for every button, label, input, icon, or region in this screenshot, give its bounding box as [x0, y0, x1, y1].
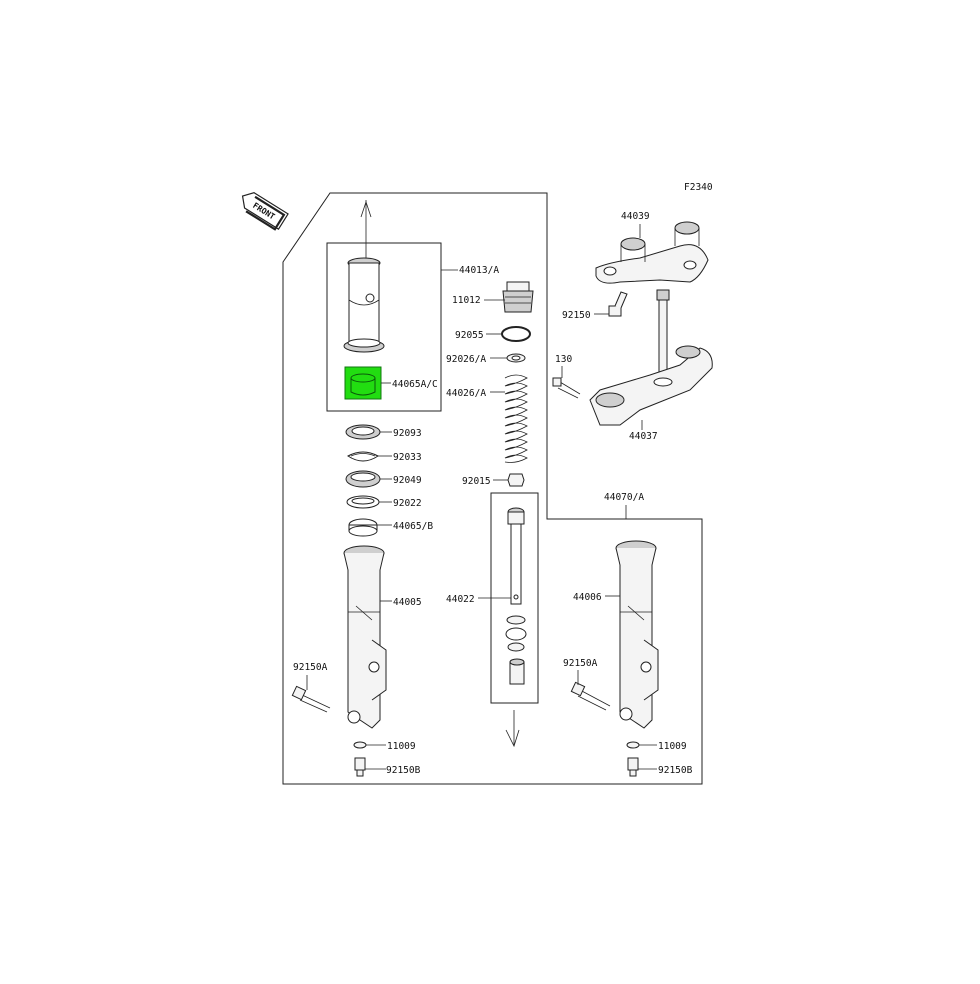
- label-44065b[interactable]: 44065/B: [393, 521, 433, 532]
- label-11009-right[interactable]: 11009: [658, 741, 687, 752]
- label-44065ac[interactable]: 44065A/C: [392, 379, 438, 390]
- bushing-44065b[interactable]: [348, 518, 378, 537]
- label-11009-left[interactable]: 11009: [387, 741, 416, 752]
- label-44013a[interactable]: 44013/A: [459, 265, 499, 276]
- label-92015[interactable]: 92015: [462, 476, 491, 487]
- stem-bracket-44037[interactable]: [589, 289, 713, 426]
- front-arrow-icon: FRONT: [241, 192, 289, 231]
- washer-11009-left[interactable]: [353, 741, 367, 749]
- leader-lines: [306, 224, 657, 770]
- bolt-92150a-left[interactable]: [291, 685, 331, 713]
- clip-92033[interactable]: [347, 451, 379, 462]
- bolt-92150[interactable]: [608, 291, 628, 317]
- seal-92049[interactable]: [345, 470, 381, 488]
- cap-bolt-11012[interactable]: [502, 281, 534, 313]
- seal-92093[interactable]: [345, 424, 381, 440]
- label-44037[interactable]: 44037: [629, 431, 658, 442]
- label-44006[interactable]: 44006: [573, 592, 602, 603]
- bolt-92150b-right[interactable]: [627, 757, 639, 777]
- label-44070a[interactable]: 44070/A: [604, 492, 644, 503]
- bolt-130[interactable]: [552, 377, 581, 399]
- spring-44026a[interactable]: [504, 374, 528, 463]
- label-130[interactable]: 130: [555, 354, 572, 365]
- label-92026a[interactable]: 92026/A: [446, 354, 486, 365]
- upper-bracket-44039[interactable]: [595, 221, 709, 284]
- label-92033[interactable]: 92033: [393, 452, 422, 463]
- label-92022[interactable]: 92022: [393, 498, 422, 509]
- washer-11009-right[interactable]: [626, 741, 640, 749]
- label-11012[interactable]: 11012: [452, 295, 481, 306]
- damper-rod-44022[interactable]: [505, 507, 527, 685]
- label-92049[interactable]: 92049: [393, 475, 422, 486]
- nut-92015[interactable]: [507, 473, 525, 487]
- label-44022[interactable]: 44022: [446, 594, 475, 605]
- bolt-92150b-left[interactable]: [354, 757, 366, 777]
- washer-92026a[interactable]: [506, 353, 526, 363]
- inner-tube-44013[interactable]: [343, 257, 385, 353]
- label-92150[interactable]: 92150: [562, 310, 591, 321]
- outer-tube-44005[interactable]: [343, 545, 387, 729]
- bolt-92150a-right[interactable]: [570, 681, 611, 711]
- washer-92022[interactable]: [346, 495, 380, 509]
- o-ring-92055[interactable]: [501, 326, 531, 342]
- highlight-box: [344, 366, 382, 400]
- bushing-44065a-highlighted[interactable]: [344, 366, 382, 400]
- outer-tube-44006[interactable]: [615, 540, 659, 729]
- label-92055[interactable]: 92055: [455, 330, 484, 341]
- arrow-down-icon: [505, 710, 520, 748]
- label-92150b-left[interactable]: 92150B: [386, 765, 421, 776]
- label-92093[interactable]: 92093: [393, 428, 422, 439]
- figure-code: F2340: [684, 182, 713, 193]
- label-44039[interactable]: 44039: [621, 211, 650, 222]
- label-92150a-right[interactable]: 92150A: [563, 658, 598, 669]
- main-frame: [282, 192, 703, 785]
- label-92150b-right[interactable]: 92150B: [658, 765, 693, 776]
- label-44026a[interactable]: 44026/A: [446, 388, 486, 399]
- tube-group-box: [326, 242, 442, 412]
- label-44005[interactable]: 44005: [393, 597, 422, 608]
- label-92150a-left[interactable]: 92150A: [293, 662, 328, 673]
